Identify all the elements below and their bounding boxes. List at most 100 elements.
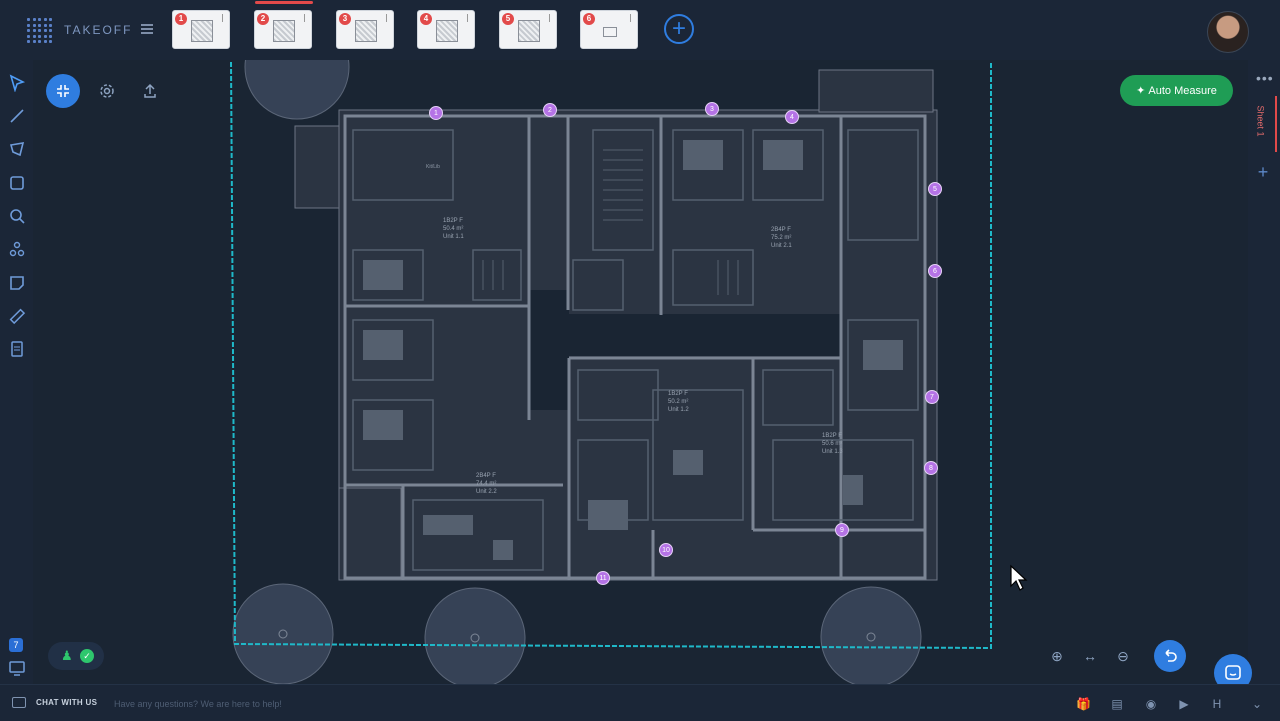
sheet-number-badge: 6 bbox=[583, 13, 595, 25]
add-layer-button[interactable]: + bbox=[1257, 162, 1269, 182]
undo-button[interactable] bbox=[1154, 640, 1186, 672]
logo-icon bbox=[27, 18, 53, 44]
sheet-number-badge: 3 bbox=[339, 13, 351, 25]
room-unit: Unit 1.1 bbox=[443, 234, 464, 240]
room-label: 1B2P F 50.4 m² Unit 1.1 bbox=[443, 217, 464, 241]
group-points-icon[interactable] bbox=[8, 240, 26, 258]
room-area: 75.2 m² bbox=[771, 235, 792, 241]
wand-icon: ✦ bbox=[1136, 85, 1149, 97]
top-bar: TAKEOFF 1 2 3 4 5 6 + bbox=[0, 0, 1280, 60]
room-type: 2B4P F bbox=[771, 227, 791, 233]
select-pointer-icon[interactable] bbox=[8, 74, 26, 93]
video-icon[interactable]: ▶ bbox=[1179, 697, 1189, 711]
help-icon[interactable]: H bbox=[1212, 697, 1222, 711]
count-marker-7[interactable]: 7 bbox=[925, 390, 939, 404]
sheet-number-badge: 1 bbox=[175, 13, 187, 25]
room-label: 2B4P F 75.2 m² Unit 2.1 bbox=[771, 226, 792, 250]
room-area: 50.2 m² bbox=[668, 399, 689, 405]
check-icon: ✓ bbox=[80, 649, 94, 663]
mouse-cursor-icon bbox=[1010, 564, 1028, 591]
room-type: 2B4P F bbox=[476, 473, 496, 479]
room-type: 1B2P F bbox=[443, 218, 463, 224]
floor-plan-drawing bbox=[230, 60, 992, 684]
room-label: 1B2P F 50.6 m² Unit 1.3 bbox=[822, 432, 843, 456]
zoom-out-button[interactable]: ⊖ bbox=[1117, 648, 1129, 664]
auto-measure-label: Auto Measure bbox=[1148, 85, 1217, 97]
count-marker-5[interactable]: 5 bbox=[928, 182, 942, 196]
collapse-arrows-icon bbox=[57, 85, 69, 97]
room-area: 50.6 m² bbox=[822, 441, 843, 447]
person-icon: ♟ bbox=[61, 648, 73, 663]
auto-measure-button[interactable]: ✦ Auto Measure bbox=[1120, 75, 1233, 106]
settings-button[interactable] bbox=[93, 77, 121, 105]
document-icon[interactable]: ▤ bbox=[1111, 697, 1123, 711]
chat-label: CHAT WITH US bbox=[36, 698, 98, 707]
logo-text: TAKEOFF bbox=[64, 23, 133, 37]
more-options-icon[interactable]: ••• bbox=[1256, 70, 1274, 86]
count-marker-8[interactable]: 8 bbox=[924, 461, 938, 475]
active-sheet-indicator bbox=[255, 1, 313, 4]
support-icon[interactable]: ◉ bbox=[1145, 697, 1157, 711]
notes-list-icon[interactable] bbox=[8, 340, 26, 358]
sheet-thumbnail-6[interactable]: 6 bbox=[580, 10, 638, 49]
user-avatar[interactable] bbox=[1207, 11, 1249, 53]
sheet-preview bbox=[436, 20, 458, 42]
sheet-thumbnail-3[interactable]: 3 bbox=[336, 10, 394, 49]
sheet-number-badge: 4 bbox=[420, 13, 432, 25]
sheet-preview bbox=[191, 20, 213, 42]
chat-input[interactable] bbox=[112, 693, 676, 715]
sheet-number-badge: 5 bbox=[502, 13, 514, 25]
count-marker-1[interactable]: 1 bbox=[429, 106, 443, 120]
room-area: 74.4 m² bbox=[476, 481, 497, 487]
sheet-number-badge: 2 bbox=[257, 13, 269, 25]
rectangle-tool-icon[interactable] bbox=[8, 174, 26, 192]
count-marker-9[interactable]: 9 bbox=[835, 523, 849, 537]
fit-width-icon[interactable]: ↔ bbox=[1083, 648, 1097, 664]
sheet-flag bbox=[630, 14, 631, 22]
sheet-flag bbox=[222, 14, 223, 22]
sheet-preview bbox=[355, 20, 377, 42]
sheet-thumbnail-4[interactable]: 4 bbox=[417, 10, 475, 49]
count-marker-11[interactable]: 11 bbox=[596, 571, 610, 585]
count-marker-4[interactable]: 4 bbox=[785, 110, 799, 124]
room-type: 1B2P F bbox=[668, 391, 688, 397]
sheet-tab[interactable]: Sheet 1 bbox=[1255, 96, 1277, 152]
room-label: Kit/Lib bbox=[426, 164, 440, 170]
count-marker-6[interactable]: 6 bbox=[928, 264, 942, 278]
ruler-tool-icon[interactable] bbox=[8, 307, 26, 325]
menu-icon[interactable] bbox=[141, 24, 153, 34]
room-name: Kit/Lib bbox=[426, 164, 440, 170]
room-unit: Unit 1.2 bbox=[668, 407, 689, 413]
sheet-flag bbox=[304, 14, 305, 22]
zoom-in-button[interactable]: ⊕ bbox=[1051, 648, 1063, 664]
count-marker-3[interactable]: 3 bbox=[705, 102, 719, 116]
collaborator-presence[interactable]: ♟ ✓ bbox=[48, 642, 104, 670]
polygon-tool-icon[interactable] bbox=[8, 140, 26, 158]
sheet-thumbnail-1[interactable]: 1 bbox=[172, 10, 230, 49]
gift-icon[interactable]: 🎁 bbox=[1076, 697, 1091, 711]
sheet-thumbnail-2[interactable]: 2 bbox=[254, 1, 313, 49]
fit-to-screen-button[interactable] bbox=[46, 74, 80, 108]
room-unit: Unit 2.2 bbox=[476, 489, 497, 495]
count-marker-10[interactable]: 10 bbox=[659, 543, 673, 557]
monitor-icon[interactable] bbox=[8, 659, 26, 677]
zoom-controls: ⊕ ↔ ⊖ bbox=[1044, 642, 1142, 670]
sheet-preview bbox=[273, 20, 295, 42]
export-button[interactable] bbox=[136, 77, 164, 105]
room-type: 1B2P F bbox=[822, 433, 842, 439]
line-tool-icon[interactable] bbox=[8, 107, 26, 125]
note-tool-icon[interactable] bbox=[8, 274, 26, 292]
count-marker-2[interactable]: 2 bbox=[543, 103, 557, 117]
sheet-flag bbox=[467, 14, 468, 22]
notification-count-badge[interactable]: 7 bbox=[9, 638, 23, 652]
upload-icon bbox=[144, 83, 156, 98]
sheet-thumbnail-5[interactable]: 5 bbox=[499, 10, 557, 49]
sheet-tab-label: Sheet 1 bbox=[1255, 105, 1266, 137]
chevron-down-icon[interactable]: ⌄ bbox=[1251, 697, 1263, 711]
right-panel bbox=[1248, 60, 1280, 684]
count-search-icon[interactable] bbox=[8, 207, 26, 225]
add-sheet-button[interactable]: + bbox=[664, 14, 694, 44]
room-label: 2B4P F 74.4 m² Unit 2.2 bbox=[476, 472, 497, 496]
drawing-canvas[interactable]: Kit/Lib 1B2P F 50.4 m² Unit 1.1 2B4P F 7… bbox=[33, 60, 1248, 684]
chat-icon[interactable] bbox=[12, 697, 26, 708]
